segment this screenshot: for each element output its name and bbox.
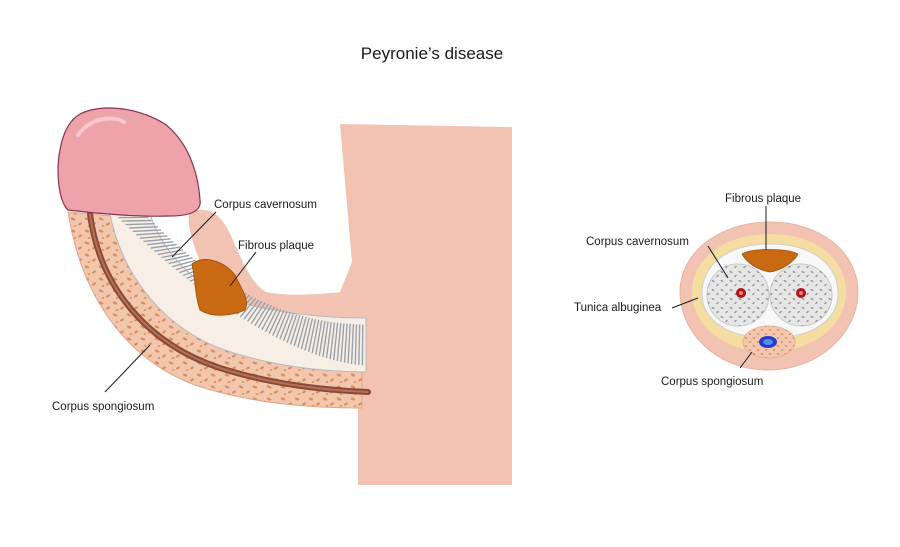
label-fibrous-plaque-cross: Fibrous plaque — [725, 193, 801, 205]
striation — [289, 314, 301, 345]
striation — [150, 243, 177, 249]
fibrous-plaque-side — [191, 259, 247, 316]
fibrous-plaque-cross — [741, 249, 799, 273]
diagram-title: Peyronie’s disease — [360, 44, 504, 63]
striation — [354, 324, 358, 365]
striation — [129, 226, 158, 229]
striation — [247, 300, 263, 322]
striation — [164, 254, 190, 262]
striation — [272, 309, 285, 336]
striation — [172, 259, 196, 268]
striation — [300, 317, 310, 350]
striation — [143, 238, 171, 243]
body-region — [340, 124, 512, 485]
glans — [57, 107, 201, 217]
label-corpus-cavernosum-cross: Corpus cavernosum — [586, 236, 689, 248]
striation — [336, 323, 342, 362]
striation — [340, 323, 345, 362]
striation — [311, 319, 320, 354]
striation — [343, 323, 348, 363]
striation — [250, 302, 266, 324]
striation — [347, 323, 351, 364]
striation — [318, 320, 326, 356]
striation — [275, 311, 288, 338]
striation — [254, 303, 269, 327]
label-corpus-spongiosum-cross: Corpus spongiosum — [661, 376, 763, 388]
striation — [307, 318, 317, 353]
striation — [147, 241, 174, 246]
striation — [121, 219, 152, 222]
striation — [268, 308, 282, 335]
striation — [279, 312, 291, 340]
label-corpus-spongiosum-side: Corpus spongiosum — [52, 401, 154, 413]
striation — [333, 322, 339, 361]
striation — [282, 313, 295, 342]
striation — [293, 315, 304, 347]
striation — [243, 299, 260, 320]
striation — [257, 305, 273, 329]
striation — [329, 322, 336, 360]
striation — [297, 316, 307, 348]
striation — [264, 307, 279, 333]
side-view: Corpus cavernosum Fibrous plaque Corpus … — [52, 107, 512, 485]
striation — [168, 257, 193, 265]
label-tunica-albuginea: Tunica albuginea — [574, 302, 662, 314]
striation — [304, 318, 314, 351]
striation — [239, 297, 257, 318]
striation — [358, 324, 361, 366]
striation — [261, 306, 276, 331]
striation — [350, 324, 355, 365]
striation — [139, 235, 168, 239]
striation — [154, 246, 181, 252]
striation — [125, 223, 155, 226]
striation — [132, 229, 162, 233]
striation — [322, 321, 329, 358]
label-fibrous-plaque-side: Fibrous plaque — [238, 240, 314, 252]
striation — [286, 314, 298, 343]
striation — [136, 232, 165, 236]
cross-section: Fibrous plaque Corpus cavernosum Tunica … — [574, 193, 859, 388]
striation — [315, 320, 323, 355]
striation — [325, 321, 332, 359]
label-corpus-cavernosum-side: Corpus cavernosum — [214, 199, 317, 211]
